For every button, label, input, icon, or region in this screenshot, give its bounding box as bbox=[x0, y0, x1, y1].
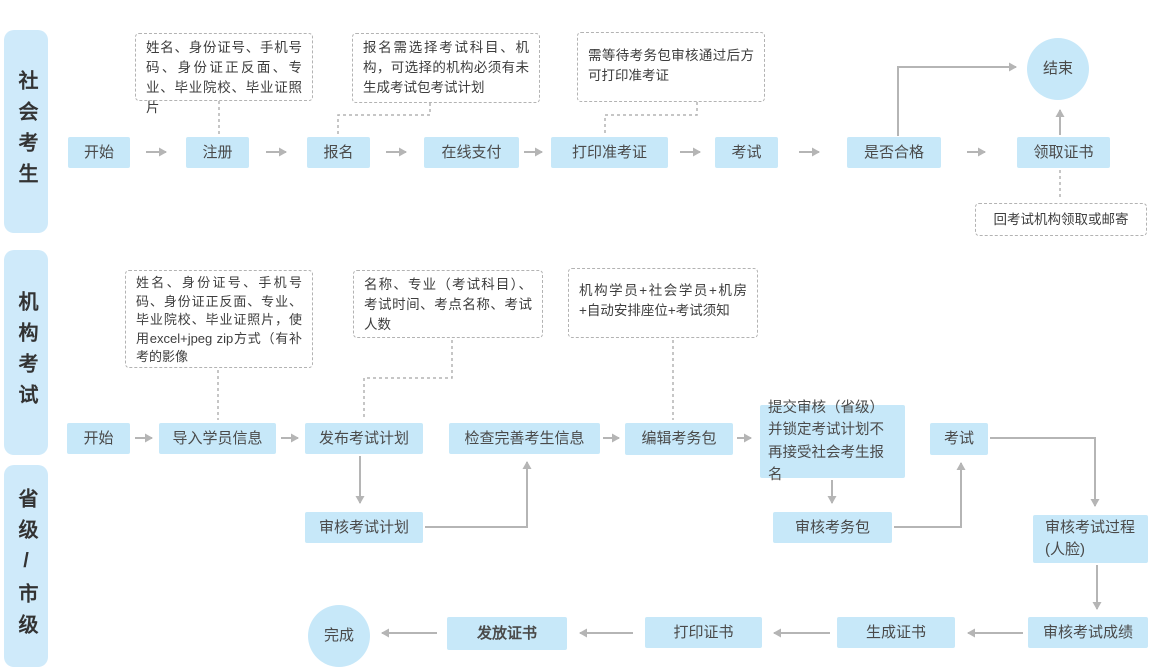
node-print-ticket: 打印准考证 bbox=[551, 137, 668, 168]
node-edit-pack: 编辑考务包 bbox=[625, 423, 733, 455]
node-social-exam: 考试 bbox=[715, 137, 778, 168]
note-import-info: 姓名、身份证号、手机号码、身份证正反面、专业、毕业院校、毕业证照片，使用exce… bbox=[125, 270, 313, 368]
lane-social-label: 社会考生 bbox=[15, 69, 37, 194]
note-register-info: 姓名、身份证号、手机号码、身份证正反面、专业、毕业院校、毕业证照片 bbox=[135, 33, 313, 115]
node-issue-cert: 发放证书 bbox=[447, 617, 567, 650]
note-pack-info: 机构学员+社会学员+机房+自动安排座位+考试须知 bbox=[568, 268, 758, 338]
node-receive-cert: 领取证书 bbox=[1017, 137, 1110, 168]
node-review-process: 审核考试过程(人脸) bbox=[1033, 515, 1148, 563]
arrow-qualified-to-end bbox=[897, 62, 1017, 136]
lane-org-label: 机构考试 bbox=[15, 290, 37, 415]
connector-note-plan bbox=[363, 340, 453, 420]
node-review-plan: 审核考试计划 bbox=[305, 512, 423, 543]
arrow-reviewplan-to-check bbox=[425, 461, 532, 528]
node-generate-cert: 生成证书 bbox=[837, 617, 955, 648]
node-signup: 报名 bbox=[307, 137, 370, 168]
node-review-pack: 审核考务包 bbox=[773, 512, 892, 543]
node-done: 完成 bbox=[308, 605, 370, 667]
note-plan-info: 名称、专业（考试科目）、考试时间、考点名称、考试人数 bbox=[353, 270, 543, 338]
lane-prov-label: 省级/市级 bbox=[15, 487, 37, 645]
node-pay: 在线支付 bbox=[424, 137, 519, 168]
node-submit-review: 提交审核（省级）并锁定考试计划不再接受社会考生报名 bbox=[760, 400, 905, 483]
node-register: 注册 bbox=[186, 137, 249, 168]
node-org-start: 开始 bbox=[67, 423, 130, 454]
node-check-info: 检查完善考生信息 bbox=[449, 423, 600, 454]
node-import-students: 导入学员信息 bbox=[159, 423, 276, 454]
node-end: 结束 bbox=[1027, 38, 1089, 100]
lane-prov: 省级/市级 bbox=[4, 465, 48, 667]
arrow-exam-to-reviewprocess bbox=[990, 437, 1100, 507]
note-receive-info: 回考试机构领取或邮寄 bbox=[975, 203, 1147, 236]
connector-note-signup bbox=[337, 103, 431, 134]
connector-note-ticket bbox=[604, 102, 698, 134]
note-signup-info: 报名需选择考试科目、机构，可选择的机构必须有未生成考试包考试计划 bbox=[352, 33, 540, 103]
node-review-score: 审核考试成绩 bbox=[1028, 617, 1148, 648]
node-org-exam: 考试 bbox=[930, 423, 988, 455]
node-publish-plan: 发布考试计划 bbox=[305, 423, 423, 454]
node-social-start: 开始 bbox=[68, 137, 130, 168]
arrow-reviewpack-to-exam bbox=[894, 462, 966, 528]
node-qualified: 是否合格 bbox=[847, 137, 941, 168]
lane-org: 机构考试 bbox=[4, 250, 48, 455]
note-ticket-info: 需等待考务包审核通过后方可打印准考证 bbox=[577, 32, 765, 102]
lane-social: 社会考生 bbox=[4, 30, 48, 233]
node-print-cert: 打印证书 bbox=[645, 617, 762, 648]
